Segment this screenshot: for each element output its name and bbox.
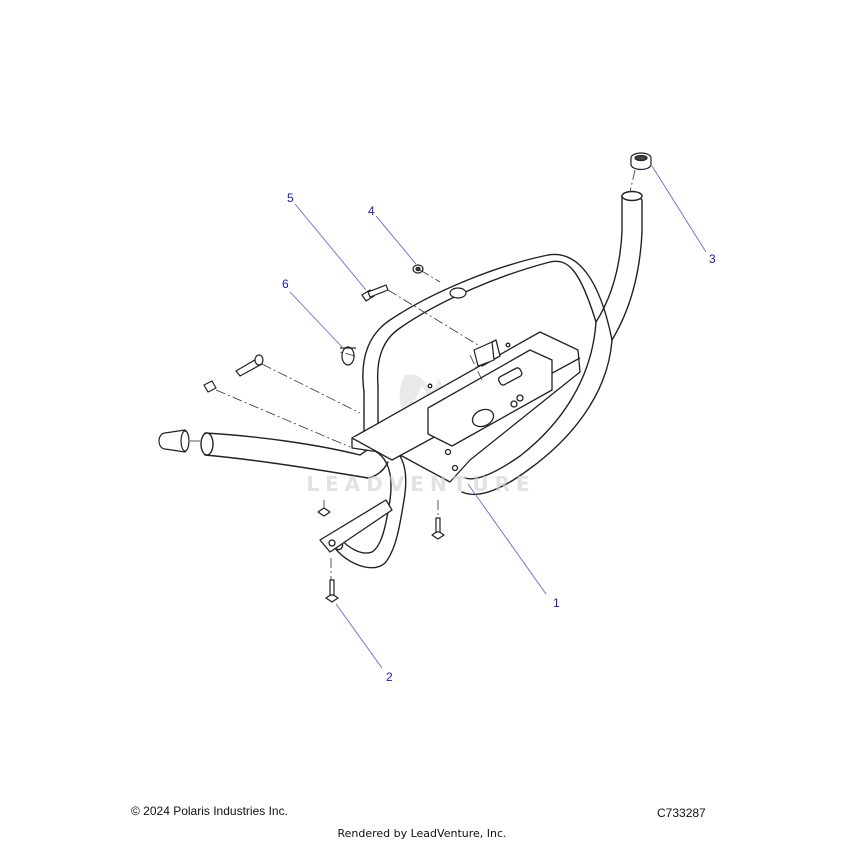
bolt-icon [361,284,389,302]
rendered-by-text: Rendered by LeadVenture, Inc. [337,827,507,840]
callout-4: 4 [368,204,375,218]
bolt-left-icon [203,354,264,393]
watermark-text: LEADVENTURE [306,472,536,496]
callout-1: 1 [553,596,560,610]
assembly-lines [190,169,636,580]
center-mount-plate [319,331,581,553]
callout-6: 6 [282,277,289,291]
diagram-code: C733287 [657,806,706,820]
end-cap-left-icon [158,429,190,453]
lower-bolts-icon [317,341,495,603]
hardware [158,152,652,603]
copyright-text: © 2024 Polaris Industries Inc. [131,804,288,818]
callout-3: 3 [709,252,716,266]
leader-lines [289,165,707,669]
end-cap-top-icon [630,152,652,171]
callout-5: 5 [287,191,294,205]
nut-icon [412,264,424,274]
callout-2: 2 [386,670,393,684]
